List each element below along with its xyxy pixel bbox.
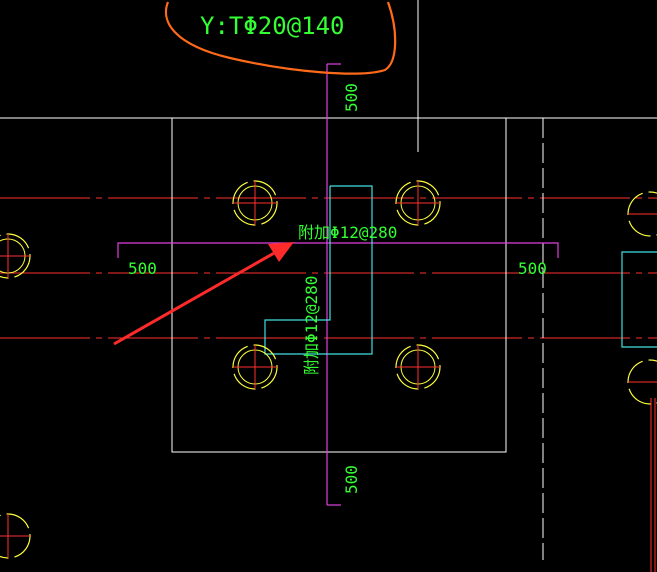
dim-right-label: 500 <box>518 259 547 278</box>
rebar-label-vertical: 附加Φ12@280 <box>302 276 321 375</box>
pile-group <box>0 180 657 559</box>
hatch-edge <box>650 398 656 572</box>
title-annotation: Y:TΦ20@140 <box>200 12 345 40</box>
pile-circle-icon <box>0 513 31 559</box>
dimension-lines <box>117 63 559 506</box>
dim-bottom-label: 500 <box>342 465 361 494</box>
pile-circle-icon <box>232 180 278 226</box>
pile-circle-icon <box>627 359 657 405</box>
structure-outline <box>0 0 657 560</box>
pile-circle-icon <box>0 233 31 279</box>
rebar-label-horizontal: 附加Φ12@280 <box>298 223 397 242</box>
pile-circle-icon <box>395 344 441 390</box>
annotation-loop <box>164 1 397 75</box>
pointer-arrow-icon <box>113 242 294 346</box>
pile-circle-icon <box>395 180 441 226</box>
pile-circle-icon <box>232 344 278 390</box>
pile-circle-icon <box>627 191 657 237</box>
axis-grid-lines <box>0 197 657 339</box>
rebar-outlines <box>264 185 657 355</box>
dim-left-label: 500 <box>128 259 157 278</box>
dim-top-label: 500 <box>342 83 361 112</box>
